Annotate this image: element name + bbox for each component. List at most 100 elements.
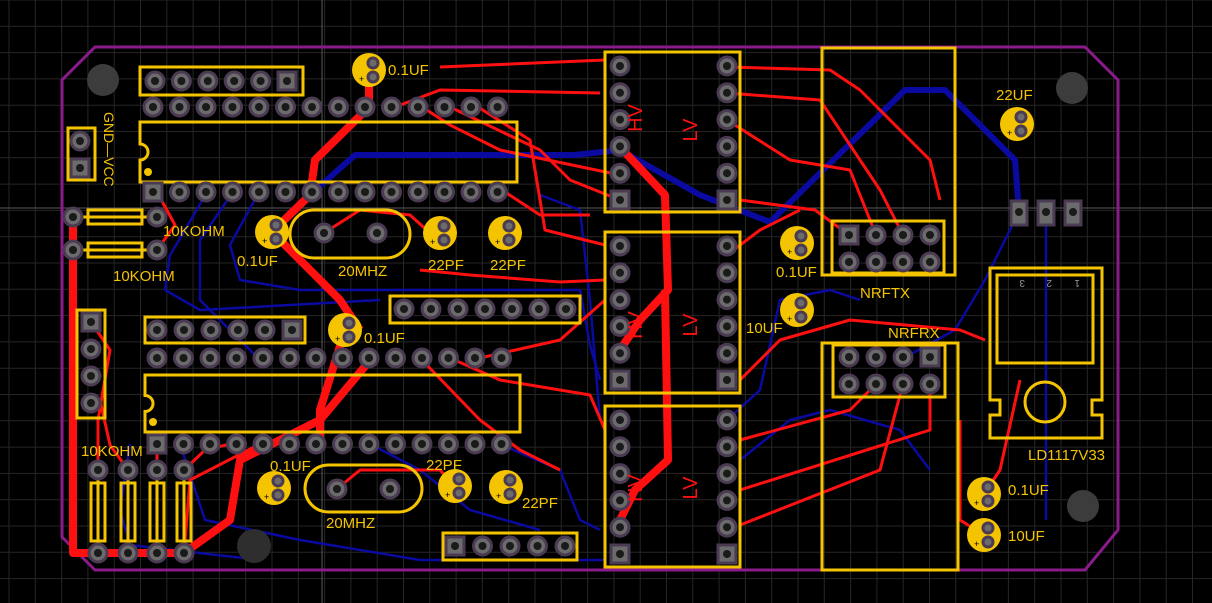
crystal-1[interactable] (288, 208, 412, 260)
drill-hole (723, 196, 731, 204)
header-outline (143, 315, 307, 345)
header-right[interactable] (388, 294, 582, 325)
label-regulator: LD1117V33 (1028, 447, 1105, 464)
electrolytic-capacitor[interactable]: + (780, 293, 814, 327)
electrolytic-capacitor[interactable]: + (438, 469, 472, 503)
drill-hole (723, 115, 731, 124)
drill-hole (312, 440, 320, 448)
round-pad (1014, 110, 1028, 124)
electrolytic-capacitor[interactable]: + (967, 518, 1001, 552)
drill-hole (616, 416, 624, 424)
round-pad (981, 480, 995, 494)
drill-hole (285, 354, 294, 362)
drill-hole (616, 88, 624, 97)
silkscreen-labels: 0.1UF 22UF GND—VCC 10KOHM 10KOHM 10KOHM … (81, 62, 1105, 545)
drill-hole (616, 115, 624, 124)
header-outline (441, 531, 579, 562)
round-pad (437, 219, 451, 233)
resistor-vertical[interactable] (87, 459, 109, 564)
round-pad (794, 296, 808, 310)
round-pad (366, 56, 380, 70)
electrolytic-capacitor[interactable]: + (328, 313, 362, 347)
drill-hole (149, 188, 157, 196)
level-shifter-1[interactable] (603, 50, 742, 214)
mounting-holes (87, 64, 1099, 563)
module-outline (603, 230, 742, 395)
label-reg-pin3: 3 (1019, 277, 1025, 288)
round-pad (271, 474, 285, 488)
drill-hole (180, 466, 188, 474)
drill-hole (418, 354, 426, 362)
drill-hole (334, 188, 343, 196)
polarity-mark: + (430, 237, 435, 247)
drill-hole (506, 542, 514, 550)
microcontroller-1[interactable] (138, 96, 519, 203)
drill-hole (926, 231, 934, 239)
electrolytic-capacitor[interactable]: + (255, 215, 289, 249)
ic-outline (143, 373, 522, 434)
microcontroller-2[interactable] (143, 347, 522, 455)
regulator-outline (988, 266, 1104, 440)
drill-hole (391, 354, 400, 362)
electrolytic-capacitor[interactable]: + (780, 226, 814, 260)
drill-hole (533, 542, 542, 550)
header-bottom[interactable] (441, 531, 579, 562)
label-ls2-hv: HV (625, 310, 647, 338)
level-shifter-2[interactable] (603, 230, 742, 395)
label-cap-nrf2: 10UF (746, 320, 783, 337)
drill-hole (386, 485, 394, 493)
electrolytic-capacitor[interactable]: + (488, 216, 522, 250)
label-cap-reg1: 0.1UF (1008, 482, 1049, 499)
electrolytic-capacitor[interactable]: + (967, 477, 1001, 511)
electrolytic-capacitor[interactable]: + (352, 53, 386, 87)
label-xtal1-c1: 22PF (428, 257, 464, 274)
header-left[interactable] (75, 308, 107, 420)
drill-hole (320, 229, 328, 237)
drill-hole (69, 246, 77, 254)
drill-hole (481, 305, 489, 313)
header-outline (831, 343, 947, 399)
nrf-tx-module[interactable] (820, 46, 957, 277)
drill-hole (845, 258, 853, 266)
drill-hole (202, 188, 210, 196)
resistor-2[interactable] (62, 239, 168, 261)
electrolytic-capacitor[interactable]: + (1000, 107, 1034, 141)
drill-hole (616, 62, 624, 70)
nrf-rx-module[interactable] (820, 341, 960, 572)
header-mid[interactable] (143, 315, 307, 345)
drill-hole (418, 440, 426, 448)
drill-hole (153, 466, 161, 474)
drill-hole (281, 103, 290, 111)
drill-hole (872, 380, 880, 388)
drill-hole (899, 380, 907, 388)
electrolytic-capacitor[interactable]: + (489, 470, 523, 504)
header-power[interactable] (66, 126, 97, 182)
drill-hole (333, 485, 341, 493)
drill-hole (471, 354, 479, 362)
resistor-body (148, 481, 166, 543)
electrolytic-capacitor[interactable]: + (423, 216, 457, 250)
drill-hole (616, 196, 624, 204)
drill-hole (616, 376, 624, 384)
drill-hole (387, 103, 396, 111)
drill-hole (234, 326, 242, 334)
header-top[interactable] (138, 65, 305, 97)
voltage-regulator[interactable] (988, 199, 1104, 440)
resistor-1[interactable] (62, 206, 168, 228)
drill-hole (207, 326, 215, 334)
resistor-vertical[interactable] (146, 459, 168, 564)
drill-hole (467, 188, 475, 196)
drill-hole (616, 349, 624, 358)
crystal-2[interactable] (303, 463, 424, 514)
drill-hole (232, 440, 241, 448)
board-outline (60, 45, 1120, 572)
ic-outline (138, 120, 519, 184)
electrolytic-capacitor[interactable]: + (257, 471, 291, 505)
drill-hole (723, 142, 731, 151)
round-pad (269, 232, 283, 246)
level-shifter-3[interactable] (603, 404, 742, 569)
resistor-vertical[interactable] (173, 459, 195, 564)
drill-hole (387, 188, 396, 196)
resistor-vertical[interactable] (117, 459, 139, 564)
